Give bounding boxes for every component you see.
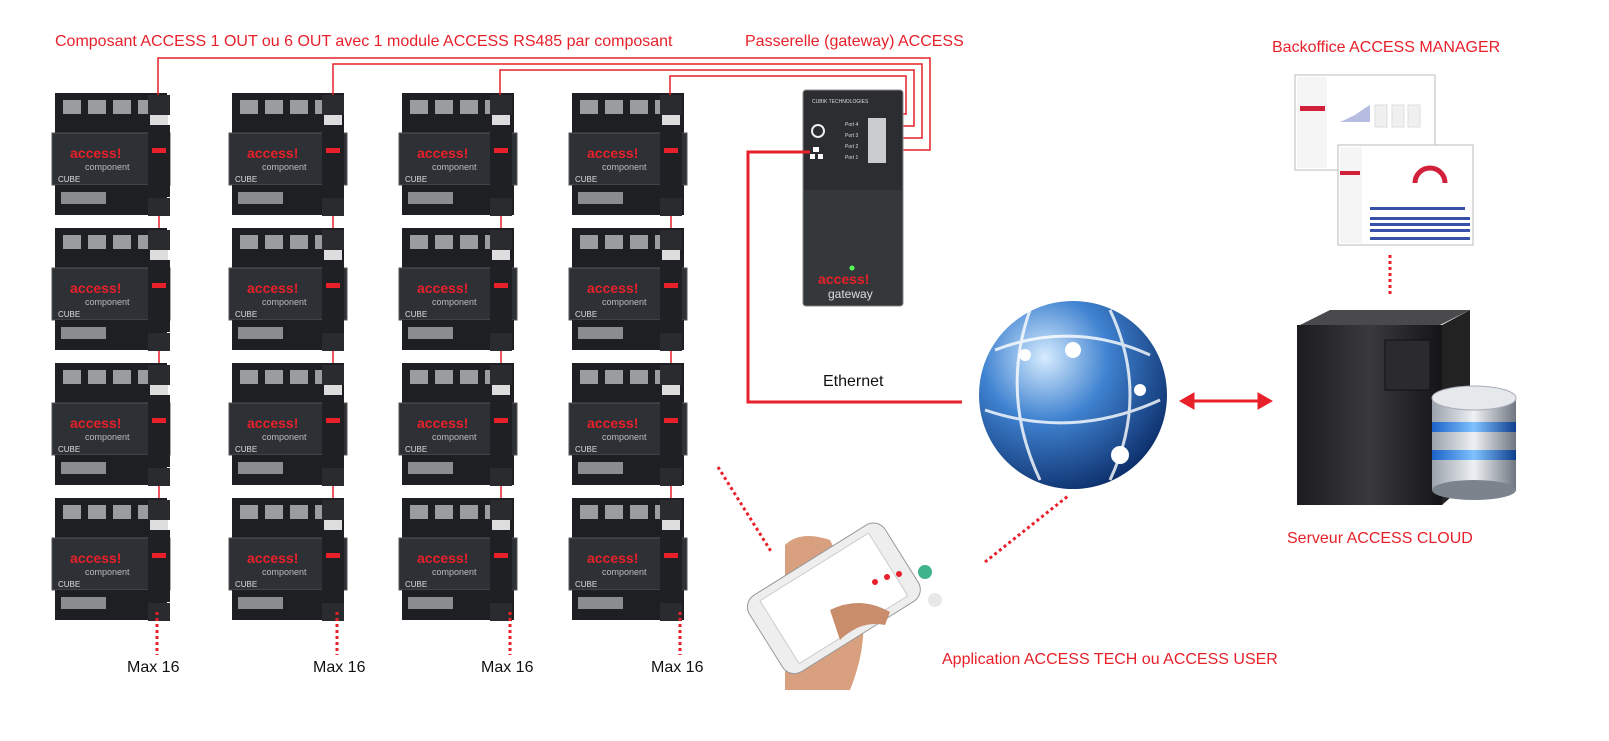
rs485-module [322, 365, 344, 486]
max-label-col1: Max 16 [127, 659, 180, 676]
svg-text:CUBE: CUBE [405, 310, 427, 319]
svg-text:access!: access! [417, 550, 468, 566]
backoffice-label: Backoffice ACCESS MANAGER [1272, 39, 1501, 56]
svg-text:CUBE: CUBE [58, 175, 80, 184]
max-label-col3: Max 16 [481, 659, 534, 676]
svg-text:component: component [262, 567, 307, 577]
svg-text:CUBE: CUBE [405, 175, 427, 184]
svg-text:component: component [85, 567, 130, 577]
svg-text:access!: access! [247, 415, 298, 431]
rs485-wire [332, 63, 923, 139]
svg-text:component: component [262, 162, 307, 172]
svg-text:access!: access! [247, 280, 298, 296]
ethernet-cable [746, 150, 962, 404]
ethernet-label: Ethernet [823, 373, 884, 390]
rs485-module [490, 500, 512, 621]
svg-text:Port 1: Port 1 [845, 155, 859, 161]
svg-text:component: component [602, 297, 647, 307]
svg-text:component: component [602, 567, 647, 577]
svg-text:component: component [85, 432, 130, 442]
svg-text:CUBE: CUBE [58, 310, 80, 319]
bidirectional-arrow-icon [1178, 392, 1274, 410]
svg-text:access!: access! [417, 280, 468, 296]
svg-text:CUBE: CUBE [405, 580, 427, 589]
svg-text:CUBE: CUBE [235, 445, 257, 454]
svg-text:component: component [262, 432, 307, 442]
gateway-logo: access! [818, 271, 869, 287]
svg-text:gateway: gateway [828, 287, 873, 301]
svg-text:component: component [432, 432, 477, 442]
rs485-module [322, 230, 344, 351]
rs485-module [148, 500, 170, 621]
rs485-module [148, 365, 170, 486]
rs485-module [490, 95, 512, 216]
internet-globe-icon [979, 301, 1167, 489]
rs485-module [490, 230, 512, 351]
svg-text:component: component [602, 162, 647, 172]
rs485-module [148, 95, 170, 216]
rs485-module [148, 230, 170, 351]
svg-text:Port 2: Port 2 [845, 144, 859, 150]
svg-text:CUBE: CUBE [405, 445, 427, 454]
svg-text:Port 4: Port 4 [845, 122, 859, 128]
rs485-module [660, 230, 682, 351]
max-label-col2: Max 16 [313, 659, 366, 676]
svg-text:access!: access! [587, 415, 638, 431]
backoffice-screenshots [1294, 74, 1474, 246]
rs485-module [660, 95, 682, 216]
svg-text:CUBE: CUBE [58, 445, 80, 454]
component-grid: access!componentCUBEaccess!componentCUBE… [51, 93, 688, 621]
svg-text:Port 3: Port 3 [845, 133, 859, 139]
svg-text:access!: access! [70, 280, 121, 296]
rs485-wire [157, 57, 931, 151]
svg-text:component: component [432, 567, 477, 577]
svg-text:CUBE: CUBE [58, 580, 80, 589]
svg-text:component: component [262, 297, 307, 307]
dotted-connectors [155, 255, 1392, 655]
svg-text:CUBE: CUBE [235, 175, 257, 184]
svg-text:access!: access! [417, 415, 468, 431]
svg-text:component: component [432, 162, 477, 172]
rs485-module [322, 500, 344, 621]
gateway-label: Passerelle (gateway) ACCESS [745, 33, 964, 50]
svg-text:component: component [85, 297, 130, 307]
svg-text:access!: access! [587, 280, 638, 296]
svg-text:access!: access! [247, 145, 298, 161]
svg-text:CUBE: CUBE [575, 445, 597, 454]
rs485-module [660, 365, 682, 486]
rs485-module [322, 95, 344, 216]
svg-text:CUBE: CUBE [575, 310, 597, 319]
svg-text:access!: access! [70, 550, 121, 566]
svg-text:CUBE: CUBE [575, 580, 597, 589]
svg-text:access!: access! [70, 415, 121, 431]
component-label: Composant ACCESS 1 OUT ou 6 OUT avec 1 m… [55, 33, 673, 50]
server-label: Serveur ACCESS CLOUD [1287, 530, 1473, 547]
max-label-col4: Max 16 [651, 659, 704, 676]
svg-text:component: component [85, 162, 130, 172]
svg-text:access!: access! [587, 550, 638, 566]
svg-text:CUBE: CUBE [235, 310, 257, 319]
gateway-brand: CUBIK TECHNOLOGIES [812, 99, 869, 105]
database-icon [1431, 385, 1517, 500]
svg-text:access!: access! [247, 550, 298, 566]
gateway-device: CUBIK TECHNOLOGIES Port 4 Port 3 Port 2 … [802, 89, 904, 307]
svg-text:CUBE: CUBE [235, 580, 257, 589]
svg-text:access!: access! [70, 145, 121, 161]
rs485-module [660, 500, 682, 621]
app-label: Application ACCESS TECH ou ACCESS USER [942, 651, 1278, 668]
smartphone-app-icon [746, 522, 942, 690]
svg-text:component: component [602, 432, 647, 442]
svg-text:access!: access! [417, 145, 468, 161]
svg-text:component: component [432, 297, 477, 307]
svg-text:access!: access! [587, 145, 638, 161]
rs485-module [490, 365, 512, 486]
svg-text:CUBE: CUBE [575, 175, 597, 184]
